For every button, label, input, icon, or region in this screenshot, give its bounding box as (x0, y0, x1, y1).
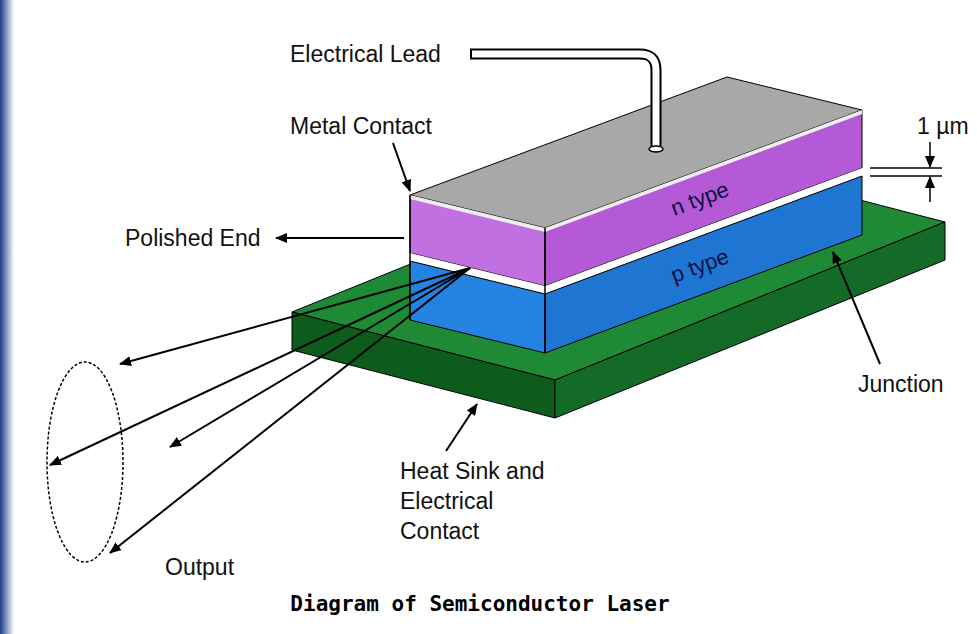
lead-end (649, 146, 663, 152)
beam-ray (170, 268, 470, 447)
p-layer-front (410, 261, 545, 353)
leader-arrow (393, 143, 410, 191)
part-label: Heat Sink and Electrical Contact (400, 456, 570, 546)
leader-arrow (446, 404, 477, 451)
metal-contact (410, 77, 862, 228)
part-label: Polished End (125, 224, 261, 252)
dimension-label: 1 µm (917, 112, 969, 140)
dimension-arrow (929, 177, 931, 202)
output-label: Output (165, 553, 234, 581)
edge-line (409, 195, 411, 320)
beam-ray (120, 268, 470, 364)
electrical-lead (470, 54, 656, 146)
lead-label: Electrical Lead (290, 40, 441, 68)
leader-arrow (833, 252, 880, 364)
caption: Diagram of Semiconductor Laser (180, 592, 780, 616)
metal-contact-edge (545, 110, 862, 232)
dimension-tick (870, 167, 942, 169)
part-label: Metal Contact (290, 112, 432, 140)
part-label: Junction (858, 370, 944, 398)
electrical-lead (472, 54, 656, 147)
dimension-arrow (929, 142, 931, 167)
slide-edge (0, 0, 14, 634)
leader-arrow (276, 237, 404, 239)
edge-line (544, 228, 546, 353)
metal-contact-edge (410, 195, 545, 232)
dimension-tick (870, 175, 942, 177)
